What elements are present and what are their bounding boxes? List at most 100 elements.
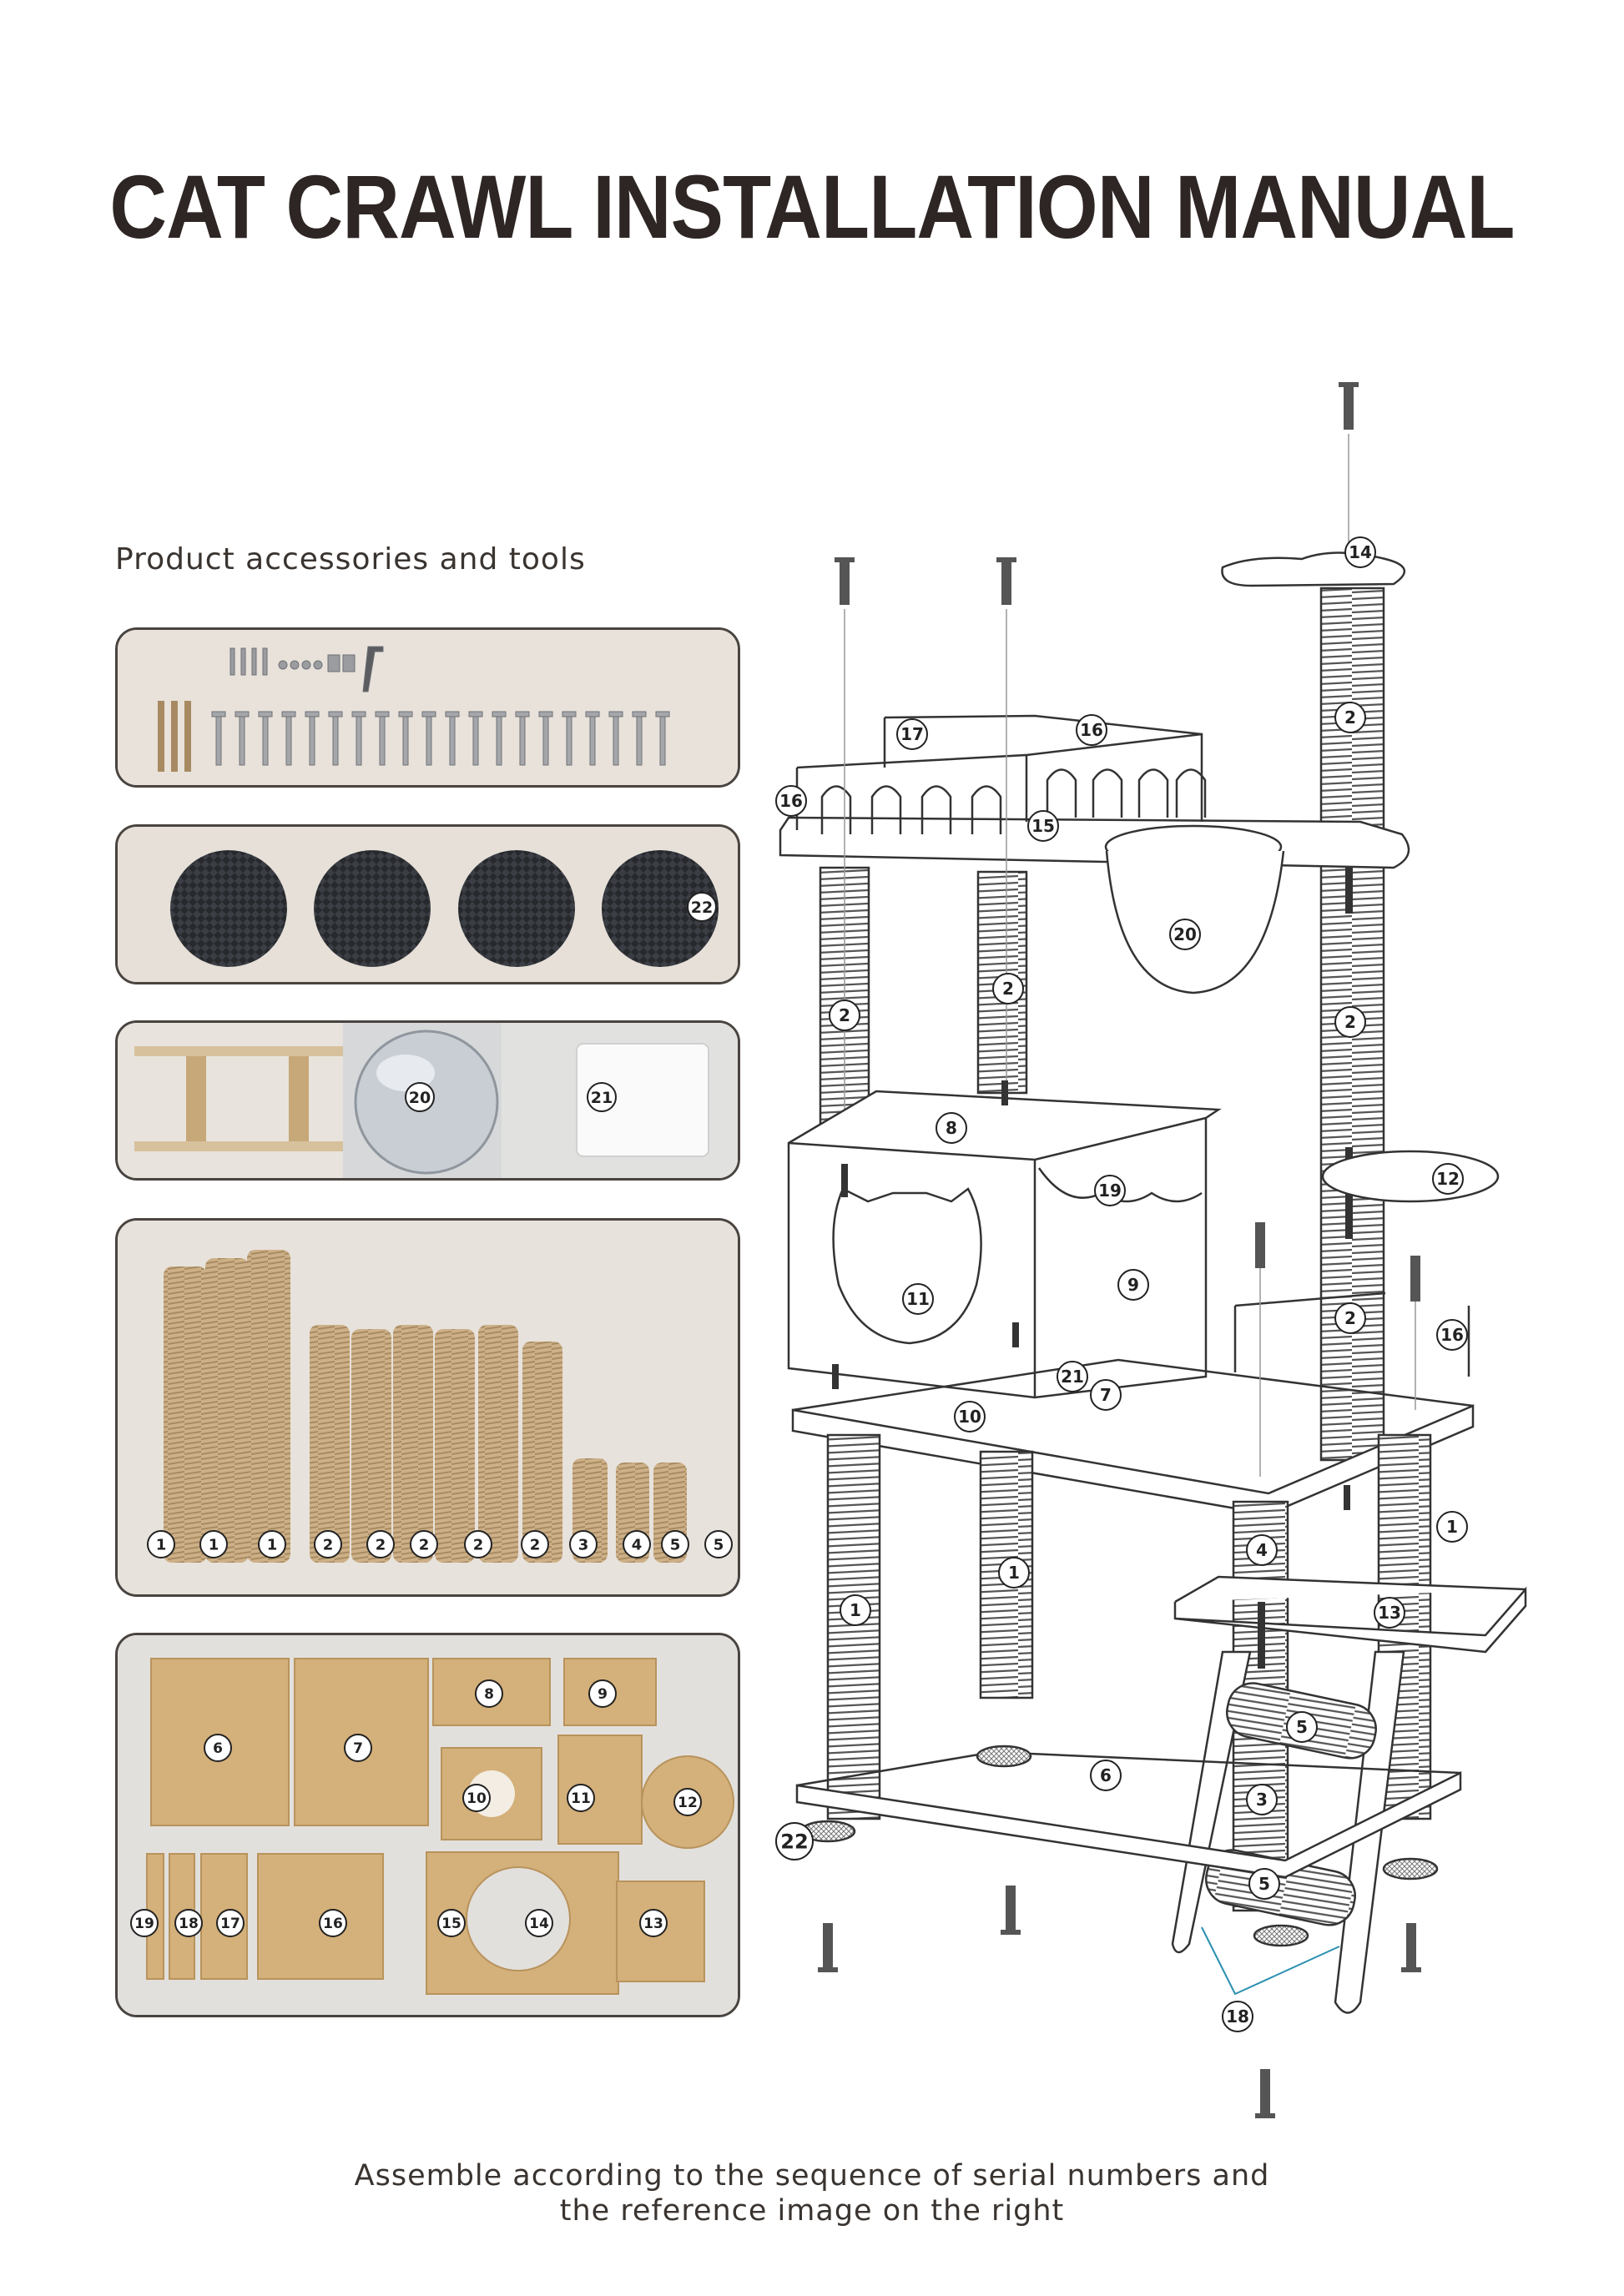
- sisal-post: [205, 1258, 249, 1563]
- screw-shaft: [496, 716, 502, 766]
- mat-label: 21: [591, 1089, 613, 1107]
- diagram-label-badge: [954, 1401, 986, 1432]
- screw-shaft: [215, 716, 222, 766]
- post-label: 3: [578, 1536, 589, 1553]
- screw-shaft: [659, 716, 666, 766]
- screw-shaft: [636, 716, 643, 766]
- wall-arch: [920, 785, 952, 834]
- diagram-label-badge: [896, 718, 928, 750]
- diagram-label: 1: [1446, 1517, 1458, 1537]
- diagram-label-badge: [1169, 919, 1201, 950]
- post-label: 4: [632, 1536, 643, 1553]
- diagram-label-badge: [1246, 1534, 1278, 1566]
- bowl-photo-panel: 20 21: [115, 1020, 740, 1181]
- board-label-badge: [525, 1909, 553, 1937]
- post-label-badge: [258, 1530, 286, 1558]
- sisal-post: [393, 1325, 433, 1563]
- post-label-badge: [366, 1530, 395, 1558]
- screw-head: [398, 711, 413, 718]
- sisal-post: [435, 1329, 475, 1563]
- post-label-badge: [623, 1530, 651, 1558]
- screw-shaft: [542, 716, 549, 766]
- diagram-label: 11: [906, 1289, 930, 1309]
- diagram-label: 4: [1256, 1540, 1268, 1560]
- diagram-label: 1: [1008, 1563, 1020, 1583]
- diagram-label: 2: [1344, 1012, 1356, 1032]
- screw-head: [375, 711, 390, 718]
- diagram-label-badge: [936, 1112, 967, 1144]
- hardware-photo-panel: [115, 627, 740, 788]
- board-label: 16: [323, 1916, 343, 1932]
- wall-arch: [1137, 768, 1169, 818]
- diagram-label: 5: [1296, 1717, 1308, 1737]
- post-label-badge: [521, 1530, 549, 1558]
- wall-arch: [820, 785, 852, 834]
- board-label-badge: [462, 1784, 491, 1812]
- board-label-badge: [344, 1734, 372, 1762]
- diagram-label-badge: [1334, 702, 1366, 733]
- diagram-label: 2: [1344, 1308, 1356, 1328]
- post-label: 1: [156, 1536, 167, 1553]
- post-label: 2: [376, 1536, 386, 1553]
- wall-arch: [1175, 768, 1207, 818]
- diagram-label-badge: [1334, 1006, 1366, 1038]
- board-label-badge: [130, 1909, 159, 1937]
- screw-shaft: [285, 716, 292, 766]
- post-label-badge: [569, 1530, 598, 1558]
- diagram-label-badge: [1344, 536, 1376, 568]
- diagram-label: 8: [946, 1118, 957, 1138]
- board-label: 9: [598, 1686, 608, 1703]
- post-label-badge: [314, 1530, 342, 1558]
- screw-shaft: [402, 716, 409, 766]
- post-label-badge: [661, 1530, 689, 1558]
- diagram-label: 19: [1098, 1181, 1122, 1201]
- screw-shaft: [566, 716, 572, 766]
- sisal-post: [478, 1325, 518, 1563]
- board-label-badge: [437, 1909, 466, 1937]
- diagram-label-badge: [992, 973, 1024, 1004]
- diagram-label-badge: [1436, 1511, 1468, 1543]
- diagram-label: 18: [1226, 2006, 1249, 2027]
- post-label: 5: [670, 1536, 681, 1553]
- diagram-label-badge: [1090, 1379, 1122, 1411]
- diagram-label-badge: [1094, 1175, 1126, 1206]
- diagram-label-badge: [1027, 810, 1059, 842]
- post-label: 1: [209, 1536, 219, 1553]
- bowl-photo: 20 21: [118, 1023, 738, 1178]
- screw-shaft: [449, 716, 456, 766]
- board-label: 18: [179, 1916, 199, 1932]
- diagram-label-badge: [775, 785, 807, 817]
- screw-shaft: [239, 716, 245, 766]
- diagram-label-badge: [1432, 1163, 1464, 1195]
- post-label: 1: [267, 1536, 278, 1553]
- post-label: 2: [419, 1536, 430, 1553]
- diagram-label: 14: [1349, 542, 1372, 562]
- screw-head: [538, 711, 553, 718]
- diagram-label: 2: [1344, 707, 1356, 728]
- diagram-label-badge: [1248, 1868, 1280, 1900]
- board-label: 15: [441, 1916, 461, 1932]
- board-label-badge: [174, 1909, 203, 1937]
- diagram-label: 9: [1127, 1275, 1139, 1295]
- pads-photo: 22: [118, 827, 738, 982]
- screw-head: [445, 711, 460, 718]
- diagram-label-badge: [1286, 1711, 1318, 1743]
- diagram-label-badge: [902, 1283, 934, 1315]
- diagram-label: 16: [779, 791, 803, 811]
- diagram-label: 13: [1378, 1603, 1401, 1623]
- diagram-label: 15: [1031, 816, 1055, 836]
- screw-head: [562, 711, 577, 718]
- board-label-badge: [216, 1909, 245, 1937]
- board-label-badge: [588, 1679, 617, 1708]
- screw-shaft: [379, 716, 386, 766]
- pads-label: 22: [691, 899, 713, 917]
- diagram-drawing: [779, 382, 1527, 2118]
- screw-shaft: [332, 716, 339, 766]
- diagram-label: 16: [1080, 720, 1103, 740]
- diagram-label: 6: [1100, 1765, 1112, 1785]
- post-label: 5: [714, 1536, 724, 1553]
- screw-shaft: [309, 716, 315, 766]
- sisal-post: [522, 1342, 562, 1563]
